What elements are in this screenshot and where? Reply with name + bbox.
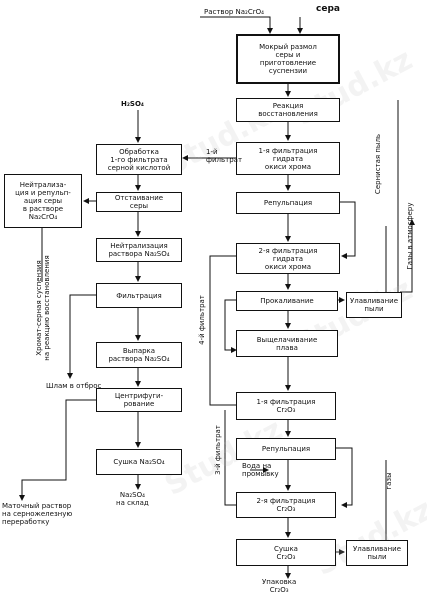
step-filtration-2: 2-я фильтрация гидрата окиси хрома <box>236 243 340 274</box>
label-mother-liquor: Маточный раствор на серножелезную перера… <box>2 502 73 526</box>
label-atmosphere: Газы в атмосферу <box>406 202 414 270</box>
step-gas-trap-2: Улавливание пыли <box>346 540 408 566</box>
label-sludge: Шлам в отброс <box>46 382 102 390</box>
step-gas-trap-1: Улавливание пыли <box>346 292 402 318</box>
input-sulfur: сера <box>316 4 340 14</box>
step-evaporation: Выпарка раствора Na₂SO₄ <box>96 342 182 368</box>
step-repulping-1: Репульпация <box>236 192 340 214</box>
input-sulfuric-acid: H₂SO₄ <box>121 100 144 108</box>
step-drying-cr: Сушка Cr₂O₃ <box>236 539 336 566</box>
step-wet-grinding: Мокрый размол серы и приготовление суспе… <box>236 34 340 84</box>
label-filtrate-1: 1-й фильтрат <box>206 148 243 164</box>
label-wash-water: Вода на промывку <box>242 462 279 478</box>
step-filtration-cr-2: 2-я фильтрация Cr₂O₃ <box>236 492 336 518</box>
label-gas: газы <box>385 472 393 490</box>
step-filtration-1: 1-я фильтрация гидрата окиси хрома <box>236 142 340 175</box>
step-repulping-2: Репульпация <box>236 438 336 460</box>
step-calcination: Прокаливание <box>236 291 338 311</box>
label-packing: Упаковка Cr₂O₃ <box>262 578 297 594</box>
step-reduction: Реакция восстановления <box>236 98 340 122</box>
step-centrifugation: Центрифуги- рование <box>96 388 182 412</box>
step-sulfur-neutralization: Нейтрализа- ция и репульп- ация серы в р… <box>4 174 82 228</box>
step-acid-treatment: Обработка 1-го фильтрата серной кислотой <box>96 144 182 175</box>
label-filtrate-4: 4-й фильтрат <box>198 295 206 345</box>
step-filtration-cr-1: 1-я фильтрация Cr₂O₃ <box>236 392 336 420</box>
step-filtration: Фильтрация <box>96 283 182 308</box>
label-chromate-suspension: Хромат-серная суспензия на реакцию восст… <box>35 255 51 361</box>
step-sulfur-settling: Отстаивание серы <box>96 192 182 212</box>
label-to-warehouse: Na₂SO₄ на склад <box>116 491 149 507</box>
step-sulfate-neutralization: Нейтрализация раствора Na₂SO₄ <box>96 238 182 262</box>
step-leaching: Выщелачивание плава <box>236 330 338 357</box>
input-chromate-solution: Раствор Na₂CrO₄ <box>204 8 264 16</box>
step-drying-sulfate: Сушка Na₂SO₄ <box>96 449 182 475</box>
label-sulfur-dust: Сернистая пыль <box>374 133 382 195</box>
label-filtrate-3: 3-й фильтрат <box>214 425 222 475</box>
